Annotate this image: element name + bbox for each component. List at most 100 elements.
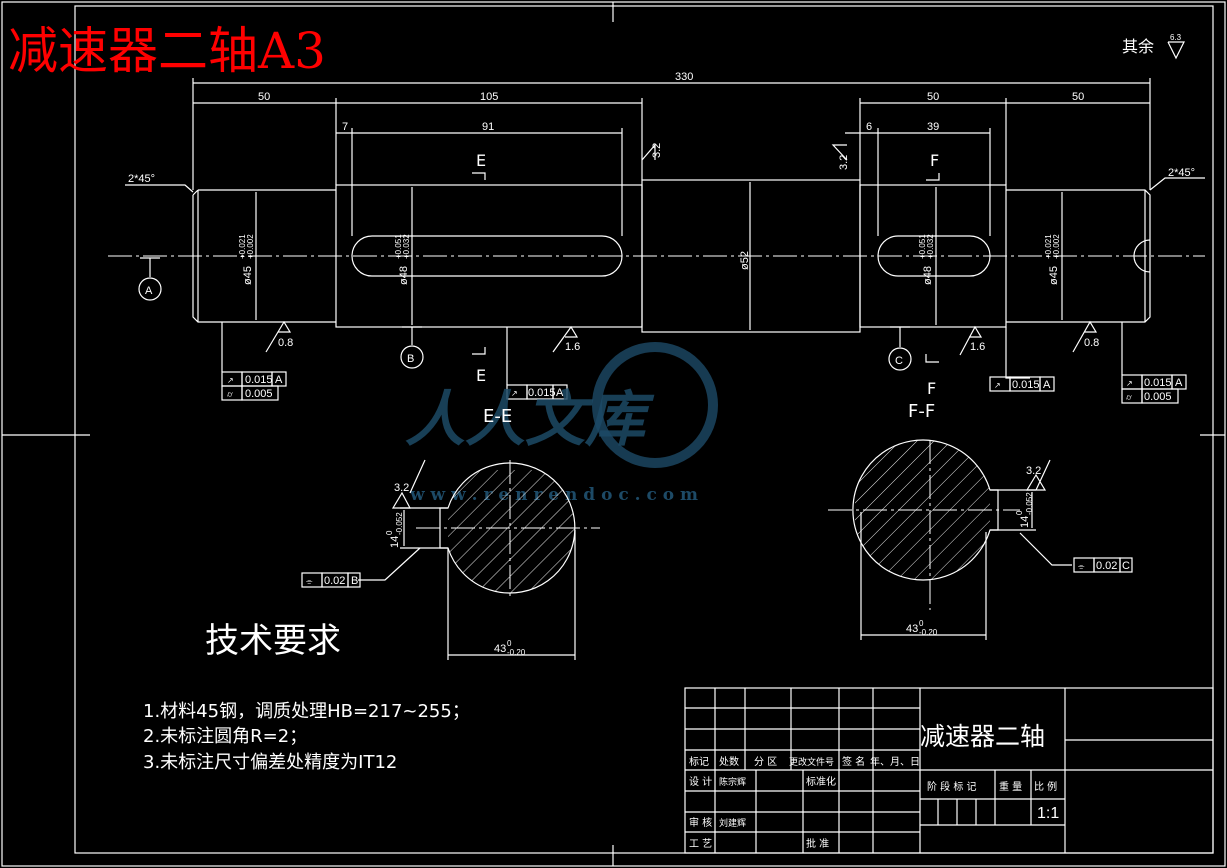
dim-key2-offset: 6 — [866, 121, 872, 133]
dia-48-left: ø48 — [398, 266, 410, 285]
tb-reviewer: 刘建辉 — [719, 817, 746, 829]
tb-header-mark: 标记 — [689, 756, 709, 768]
roughness-1: 3.2 — [651, 143, 663, 158]
ff-roughness: 3.2 — [1026, 465, 1041, 477]
gdt-datum: A — [1175, 377, 1183, 389]
tb-weight-label: 重 量 — [999, 780, 1022, 793]
roughness-5: 1.6 — [970, 341, 985, 353]
roughness-3: 0.8 — [278, 337, 293, 349]
tol-upper: +0.021 — [1044, 234, 1053, 259]
title-block-grid — [684, 687, 1214, 854]
tol-upper: 0 — [507, 639, 512, 648]
tol-lower: +0.002 — [1052, 234, 1061, 259]
ff-depth: 43 — [906, 623, 918, 635]
dim-seg4: 50 — [927, 91, 939, 103]
dim-overall: 330 — [675, 71, 693, 83]
gdt-value: 0.015 — [528, 387, 556, 399]
gdt-datum: A — [275, 374, 283, 386]
gdt-value: 0.005 — [245, 388, 273, 400]
tol-lower: -0.20 — [507, 648, 526, 657]
tb-header-count: 处数 — [719, 755, 739, 768]
roughness-symbol-icon — [1167, 41, 1185, 60]
dim-seg2: 105 — [480, 91, 498, 103]
tol-lower: -0.052 — [395, 512, 404, 535]
ee-roughness: 3.2 — [394, 482, 409, 494]
tol-lower: +0.032 — [926, 234, 935, 259]
tb-stage-label: 阶 段 标 记 — [927, 780, 977, 793]
tol-lower: +0.032 — [402, 234, 411, 259]
requirement-2: 2.未标注圆角R=2； — [143, 726, 307, 747]
roughness-2: 3.2 — [838, 155, 850, 170]
tb-designer: 陈宗辉 — [719, 776, 746, 788]
runout-icon: ↗ — [227, 376, 234, 385]
dia-45-left: ø45 — [242, 266, 254, 285]
ee-depth: 43 — [494, 643, 506, 655]
tb-scale-value: 1:1 — [1037, 805, 1059, 822]
ee-sym-datum: B — [351, 575, 358, 587]
tb-scale-label: 比 例 — [1034, 780, 1057, 793]
section-ee: ⌯ — [301, 459, 600, 660]
dim-key1-len: 91 — [482, 121, 494, 133]
runout-icon: ↗ — [1126, 379, 1133, 388]
tb-header-change-doc: 更改文件号 — [789, 756, 834, 768]
ee-sym-value: 0.02 — [324, 575, 345, 587]
gdt-value: 0.015 — [1012, 379, 1040, 391]
roughness-symbols — [265, 143, 1098, 356]
watermark-ring — [592, 342, 718, 468]
tol-upper: +0.051 — [394, 234, 403, 259]
roughness-6: 0.8 — [1084, 337, 1099, 349]
tb-header-zone: 分 区 — [754, 756, 777, 768]
tol-lower: -0.20 — [919, 628, 938, 637]
dim-seg5: 50 — [1072, 91, 1084, 103]
chamfer-left: 2*45° — [128, 173, 155, 185]
section-ff: ⌯ — [828, 439, 1133, 640]
datum-c: C — [895, 355, 903, 367]
section-mark-f-bottom: F — [927, 379, 936, 398]
requirements-heading: 技术要求 — [205, 621, 341, 661]
tb-design-label: 设 计 — [689, 775, 712, 788]
section-mark-f-top: F — [930, 151, 939, 170]
dia-48-right: ø48 — [922, 266, 934, 285]
tol-upper: 0 — [385, 530, 394, 535]
tol-lower: +0.002 — [246, 234, 255, 259]
dim-key1-offset: 7 — [342, 121, 348, 133]
inner-frame — [74, 5, 1214, 854]
default-roughness-label: 其余 — [1122, 37, 1154, 56]
gdt-datum: A — [1043, 379, 1051, 391]
gdt-value: 0.015 — [1144, 377, 1172, 389]
drawing-title: 减速器二轴A3 — [8, 22, 326, 80]
ff-width: 14 — [1019, 516, 1031, 528]
dim-key2-len: 39 — [927, 121, 939, 133]
requirement-3: 3.未标注尺寸偏差处精度为IT12 — [143, 752, 397, 773]
dia-52: ø52 — [739, 251, 751, 270]
datum-a: A — [145, 285, 153, 297]
tb-review-label: 审 核 — [689, 816, 712, 829]
gdt-value: 0.005 — [1144, 391, 1172, 403]
ee-width: 14 — [389, 536, 401, 548]
section-mark-e-bottom: E — [476, 366, 486, 385]
tb-standard-label: 标准化 — [806, 775, 836, 788]
section-ff-label: F-F — [908, 401, 935, 422]
symmetry-icon: ⌯ — [306, 577, 313, 586]
requirement-1: 1.材料45钢，调质处理HB=217~255； — [143, 701, 470, 722]
tb-process-label: 工 艺 — [689, 838, 712, 850]
tol-upper: 0 — [1015, 510, 1024, 515]
section-ee-label: E-E — [483, 406, 512, 427]
tb-header-date: 年、月、日 — [870, 755, 920, 768]
datum-b: B — [407, 353, 414, 365]
symmetry-icon: ⌯ — [1078, 562, 1085, 571]
roughness-4: 1.6 — [565, 341, 580, 353]
tb-header-sign: 签 名 — [842, 755, 865, 768]
section-mark-e-top: E — [476, 151, 486, 170]
gdt-datum: A — [556, 387, 564, 399]
gdt-value: 0.015 — [245, 374, 273, 386]
dia-45-right: ø45 — [1048, 266, 1060, 285]
dim-seg1: 50 — [258, 91, 270, 103]
gdt-leaders — [221, 322, 1123, 385]
